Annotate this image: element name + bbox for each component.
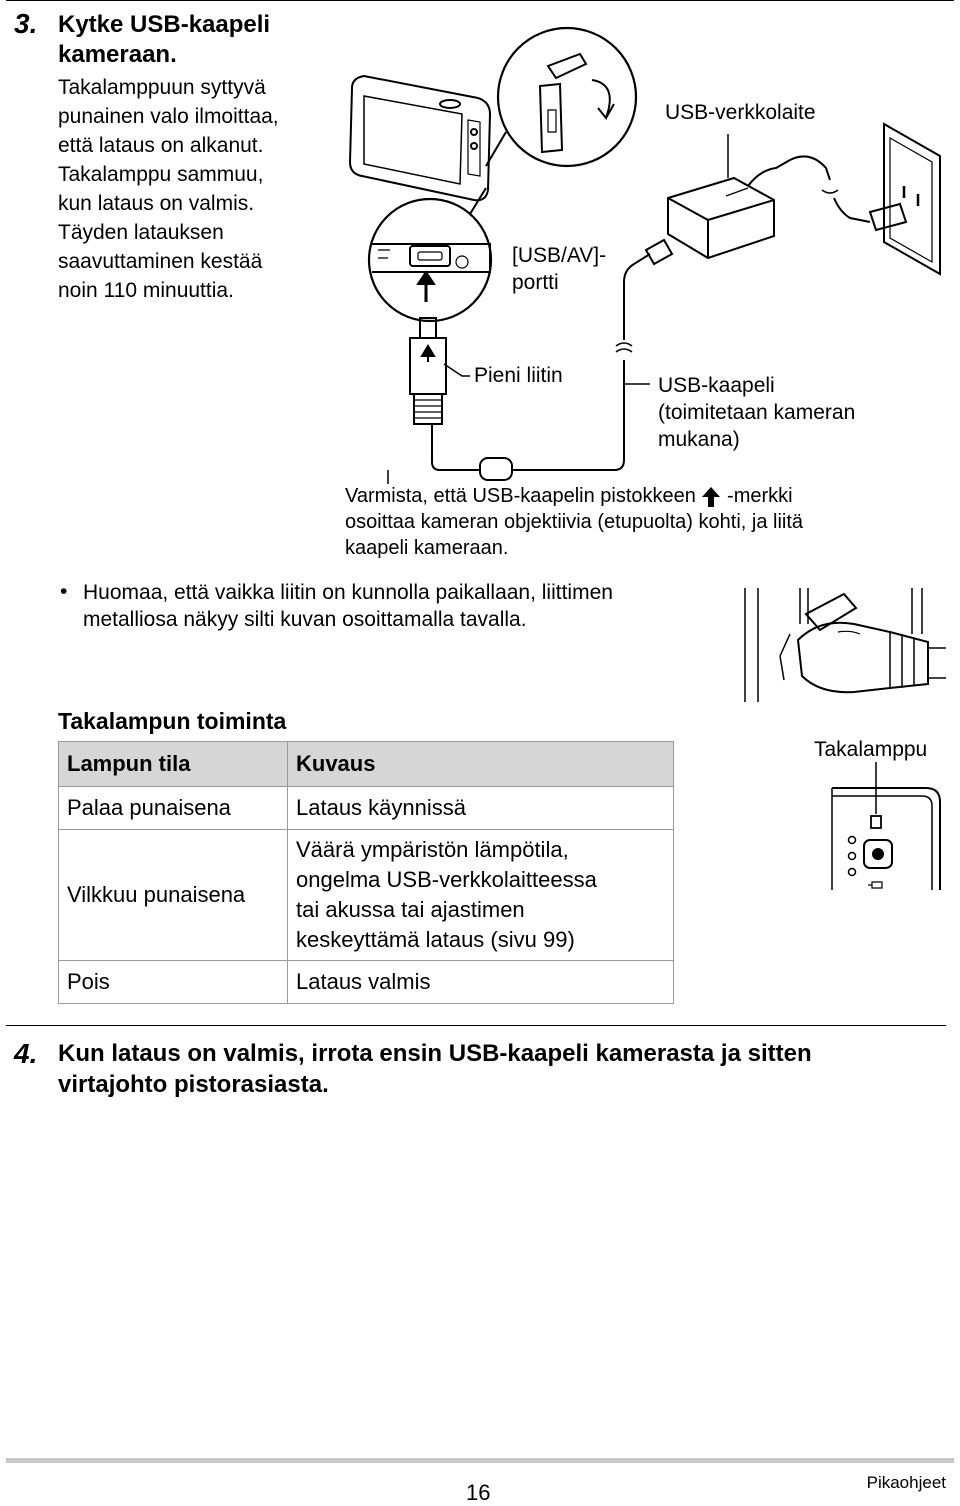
camera-illustration — [348, 74, 492, 202]
usb-av-port-label-line: [USB/AV]- — [512, 244, 607, 267]
led-table-title: Takalampun toiminta — [58, 708, 287, 734]
note-line: metalliosa näkyy silti kuvan osoittamall… — [83, 608, 527, 631]
lamp-state-cell: Pois — [58, 960, 288, 1004]
step-3-line: Takalamppuun syttyvä — [58, 76, 266, 99]
orientation-instruction-line: osoittaa kameran objektiivia (etupuolta)… — [345, 511, 804, 533]
note-text: Huomaa, että vaikka liitin on kunnolla p… — [83, 579, 723, 633]
usb-cable-label-line: USB-kaapeli — [658, 374, 775, 397]
step-4-text: Kun lataus on valmis, irrota ensin USB-k… — [58, 1038, 938, 1100]
step-3-title: Kytke USB-kaapeli kameraan. — [58, 10, 270, 70]
small-connector-label: Pieni liitin — [474, 364, 563, 387]
up-arrow-icon — [702, 486, 721, 507]
column-header-description: Kuvaus — [287, 741, 674, 787]
top-rule — [6, 0, 954, 1]
description-line: ongelma USB-verkkolaitteessa — [296, 867, 597, 892]
wall-outlet — [883, 122, 941, 276]
section-name: Pikaohjeet — [866, 1473, 946, 1492]
description-line: Väärä ympäristön lämpötila, — [296, 837, 569, 862]
description-cell: Väärä ympäristön lämpötila, ongelma USB-… — [287, 829, 674, 961]
led-status-table: Lampun tila Kuvaus Palaa punaisena Latau… — [58, 741, 674, 1004]
step-3-line: noin 110 minuuttia. — [58, 279, 234, 302]
orientation-instruction: Varmista, että USB-kaapelin pistokkeen -… — [345, 483, 945, 561]
description-cell: Lataus käynnissä — [287, 786, 674, 830]
usb-adapter-label: USB-verkkolaite — [665, 101, 816, 124]
column-header-lamp-state: Lampun tila — [58, 741, 288, 787]
zoom-circle-port-cover — [496, 26, 638, 168]
usb-cable-label-line: mukana) — [658, 428, 740, 451]
usb-cable-label: USB-kaapeli (toimitetaan kameran mukana) — [658, 372, 855, 453]
table-row: Pois Lataus valmis — [58, 960, 674, 1004]
note-line: Huomaa, että vaikka liitin on kunnolla p… — [83, 581, 613, 604]
zoom-circle-usb-port — [367, 197, 493, 323]
table-row: Palaa punaisena Lataus käynnissä — [58, 786, 674, 830]
usb-connection-diagram — [348, 26, 941, 484]
table-row: Vilkkuu punaisena Väärä ympäristön lämpö… — [58, 829, 674, 961]
step-3-line: Täyden latauksen — [58, 221, 224, 244]
description-line: keskeyttämä lataus (sivu 99) — [296, 927, 575, 952]
step-4-number: 4. — [14, 1038, 38, 1069]
orientation-instruction-line: Varmista, että USB-kaapelin pistokkeen -… — [345, 483, 945, 509]
section-rule — [6, 1025, 946, 1026]
step-3-description: Takalamppuun syttyvä punainen valo ilmoi… — [58, 73, 279, 305]
usb-av-port-label-line: portti — [512, 271, 559, 294]
step-4-line: virtajohto pistorasiasta. — [58, 1071, 329, 1098]
step-3-line: saavuttaminen kestää — [58, 250, 263, 273]
connector-detail-illustration — [744, 588, 946, 702]
step-3-title-line: kameraan. — [58, 41, 177, 68]
description-cell: Lataus valmis — [287, 960, 674, 1004]
step-3-line: Takalamppu sammuu, — [58, 163, 264, 186]
orientation-instruction-text: -merkki — [727, 485, 793, 507]
page-number: 16 — [466, 1480, 491, 1505]
footer-bar — [6, 1458, 954, 1463]
lamp-state-cell: Vilkkuu punaisena — [58, 829, 288, 961]
table-header-row: Lampun tila Kuvaus — [58, 741, 674, 787]
step-3-line: kun lataus on valmis. — [58, 192, 255, 215]
description-line: tai akussa tai ajastimen — [296, 897, 525, 922]
step-3-line: että lataus on alkanut. — [58, 134, 264, 157]
step-3-number: 3. — [14, 8, 38, 39]
orientation-instruction-line: kaapeli kameraan. — [345, 537, 509, 559]
camera-rear-lamp-illustration — [831, 762, 941, 890]
note-bullet: • — [60, 580, 68, 603]
usb-av-port-label: [USB/AV]- portti — [512, 242, 606, 296]
usb-cable-label-line: (toimitetaan kameran — [658, 401, 856, 424]
step-3-line: punainen valo ilmoittaa, — [58, 105, 279, 128]
orientation-instruction-text: Varmista, että USB-kaapelin pistokkeen — [345, 485, 696, 507]
usb-ac-adapter — [667, 176, 775, 260]
lamp-state-cell: Palaa punaisena — [58, 786, 288, 830]
step-4-line: Kun lataus on valmis, irrota ensin USB-k… — [58, 1040, 812, 1067]
rear-lamp-label: Takalamppu — [814, 738, 928, 761]
step-3-title-line: Kytke USB-kaapeli — [58, 11, 271, 38]
usb-mini-plug — [409, 317, 447, 425]
